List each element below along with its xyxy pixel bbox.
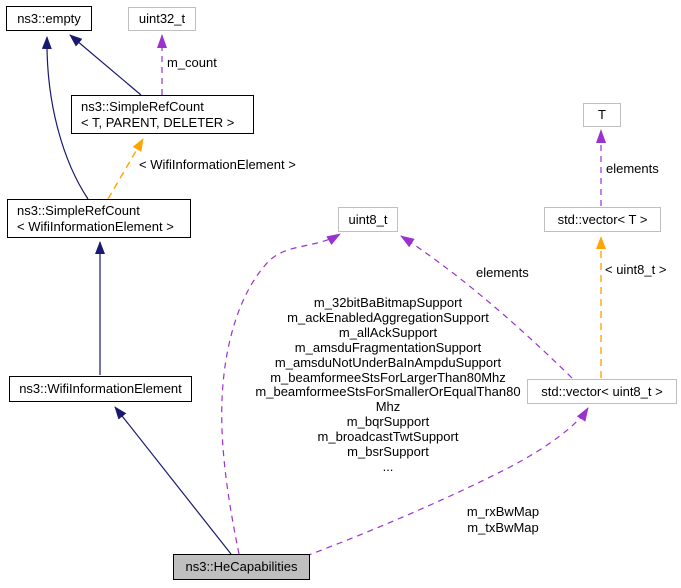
edge-label-rxbwmap: m_rxBwMap (466, 504, 540, 519)
member-line: m_ackEnabledAggregationSupport (287, 309, 489, 325)
member-line: ... (382, 458, 394, 474)
node-ns3-simplerefcount-template[interactable]: ns3::SimpleRefCount < T, PARENT, DELETER… (71, 95, 254, 134)
edge-label-elements-mid: elements (476, 265, 529, 280)
node-ns3-simplerefcount-wifiinformationelement[interactable]: ns3::SimpleRefCount < WifiInformationEle… (7, 199, 191, 238)
edge-usage-members-hecap-to-uint8 (221, 233, 341, 555)
edge-label-member-list: m_32bitBaBitmapSupport m_ackEnabledAggre… (238, 295, 538, 475)
node-uint8-t[interactable]: uint8_t (338, 207, 398, 232)
member-line: m_beamformeeStsForLargerThan80Mhz (270, 369, 506, 385)
node-label: uint8_t (348, 211, 388, 227)
node-t[interactable]: T (583, 103, 621, 127)
edge-inherit-srcwifi-to-empty (41, 36, 89, 200)
member-line: Mhz (375, 399, 401, 415)
edge-template-srcwifi-to-srctpl (107, 138, 144, 200)
edge-usage-bwmap-hecap-to-vecu8 (305, 407, 589, 557)
node-label-line1: ns3::SimpleRefCount (17, 202, 140, 218)
edge-usage-elements-vecu8-to-uint8 (400, 235, 573, 379)
edge-label-bwmap: m_rxBwMap m_txBwMap (443, 504, 563, 535)
node-ns3-wifiinformationelement[interactable]: ns3::WifiInformationElement (9, 376, 192, 402)
edge-label-wifiinformationelement-template-arg: < WifiInformationElement > (139, 157, 296, 172)
edge-label-m-count: m_count (167, 55, 217, 70)
member-line: m_bsrSupport (347, 444, 429, 460)
node-std-vector-uint8-t[interactable]: std::vector< uint8_t > (527, 379, 677, 404)
node-label: ns3::WifiInformationElement (19, 381, 182, 396)
node-label: ns3::HeCapabilities (185, 559, 298, 574)
edge-label-elements-right: elements (606, 161, 659, 176)
edge-inherit-hecap-to-wie (114, 406, 232, 555)
member-line: m_allAckSupport (338, 324, 438, 340)
node-label: T (598, 107, 606, 122)
member-line: m_bqrSupport (346, 414, 430, 430)
member-line: m_broadcastTwtSupport (317, 429, 459, 445)
member-line: m_amsduFragmentationSupport (294, 339, 482, 355)
node-ns3-hecapabilities[interactable]: ns3::HeCapabilities (173, 554, 310, 580)
node-label-line1: ns3::SimpleRefCount (81, 98, 204, 114)
node-uint32-t[interactable]: uint32_t (128, 7, 196, 31)
node-label: uint32_t (138, 11, 186, 26)
node-ns3-empty[interactable]: ns3::empty (6, 6, 92, 31)
edge-label-txbwmap: m_txBwMap (467, 519, 539, 535)
node-label-line2: < WifiInformationElement > (17, 218, 174, 234)
member-line: m_32bitBaBitmapSupport (313, 295, 463, 310)
edge-label-uint8-template-arg: < uint8_t > (605, 262, 667, 277)
node-label: ns3::empty (17, 10, 81, 26)
member-line: m_amsduNotUnderBaInAmpduSupport (274, 354, 502, 370)
node-label-line2: < T, PARENT, DELETER > (81, 114, 235, 130)
member-line: m_beamformeeStsForSmallerOrEqualThan80 (255, 384, 521, 400)
edge-inherit-srctpl-to-empty (69, 34, 142, 96)
node-label: std::vector< T > (557, 211, 648, 227)
node-std-vector-t[interactable]: std::vector< T > (544, 207, 661, 232)
node-label: std::vector< uint8_t > (541, 383, 663, 399)
